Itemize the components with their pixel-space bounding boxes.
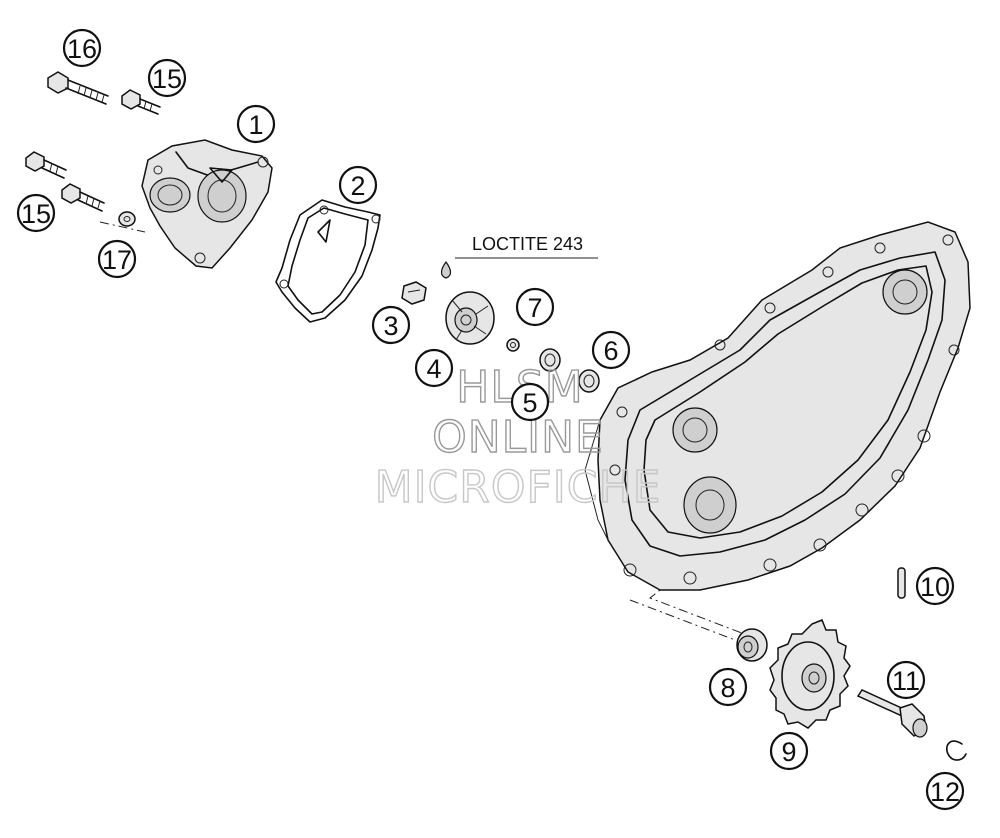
- callout-7: 7: [515, 287, 555, 327]
- pump-cover-gasket: [275, 199, 381, 323]
- callout-16-label: 16: [67, 34, 97, 64]
- callout-2-label: 2: [350, 171, 365, 201]
- callout-8-label: 8: [720, 673, 735, 703]
- bearing: [736, 628, 768, 662]
- callout-3-label: 3: [383, 311, 398, 341]
- callout-15-left: 15: [16, 193, 56, 233]
- callout-12: 12: [925, 771, 965, 811]
- bolt-left-upper: [25, 151, 67, 179]
- watermark-line-2: ONLINE: [432, 412, 604, 463]
- callout-4: 4: [414, 348, 454, 388]
- callout-6-label: 6: [603, 336, 618, 366]
- callout-6: 6: [591, 330, 631, 370]
- bolt-long: [47, 71, 109, 105]
- callout-3: 3: [371, 305, 411, 345]
- shaft-seal-ring: [539, 348, 561, 372]
- callout-4-label: 4: [426, 354, 441, 384]
- bolt-left-lower: [61, 183, 105, 212]
- loctite-drop-icon: [440, 257, 598, 279]
- callout-7-label: 7: [527, 293, 542, 323]
- circlip: [946, 740, 967, 761]
- callout-15-top-label: 15: [152, 64, 182, 94]
- callout-5-label: 5: [522, 388, 537, 418]
- watermark: HLSM ONLINE MICROFICHE: [374, 361, 662, 513]
- small-o-ring: [506, 338, 520, 352]
- callout-17-label: 17: [102, 245, 132, 275]
- callout-9-label: 9: [781, 737, 796, 767]
- watermark-line-3: MICROFICHE: [375, 462, 662, 513]
- impeller: [445, 291, 495, 345]
- pump-drive-gear: [769, 619, 851, 729]
- sealing-washer: [118, 211, 136, 227]
- callout-5: 5: [510, 382, 550, 422]
- water-pump-shaft: [856, 689, 928, 738]
- shaft-seal: [578, 369, 600, 393]
- callout-10: 10: [915, 566, 955, 606]
- bolt-short-top: [121, 89, 161, 115]
- callout-2: 2: [338, 165, 378, 205]
- clutch-cover: [584, 221, 971, 591]
- callout-9: 9: [769, 731, 809, 771]
- dowel-pin: [897, 567, 906, 599]
- callout-12-label: 12: [930, 777, 960, 807]
- callout-15-left-label: 15: [21, 199, 51, 229]
- loctite-note: LOCTITE 243: [472, 234, 583, 254]
- assembly-axis-lines: [99, 221, 761, 641]
- callout-1: 1: [236, 104, 276, 144]
- callout-11: 11: [886, 660, 926, 700]
- impeller-nut: [401, 281, 427, 305]
- callout-17: 17: [97, 239, 137, 279]
- callout-11-label: 11: [892, 666, 920, 696]
- callout-8: 8: [708, 667, 748, 707]
- water-pump-cover: [141, 139, 273, 269]
- callout-16: 16: [62, 28, 102, 68]
- callout-10-label: 10: [920, 572, 950, 602]
- callout-1-label: 1: [248, 110, 263, 140]
- callout-15-top: 15: [147, 58, 187, 98]
